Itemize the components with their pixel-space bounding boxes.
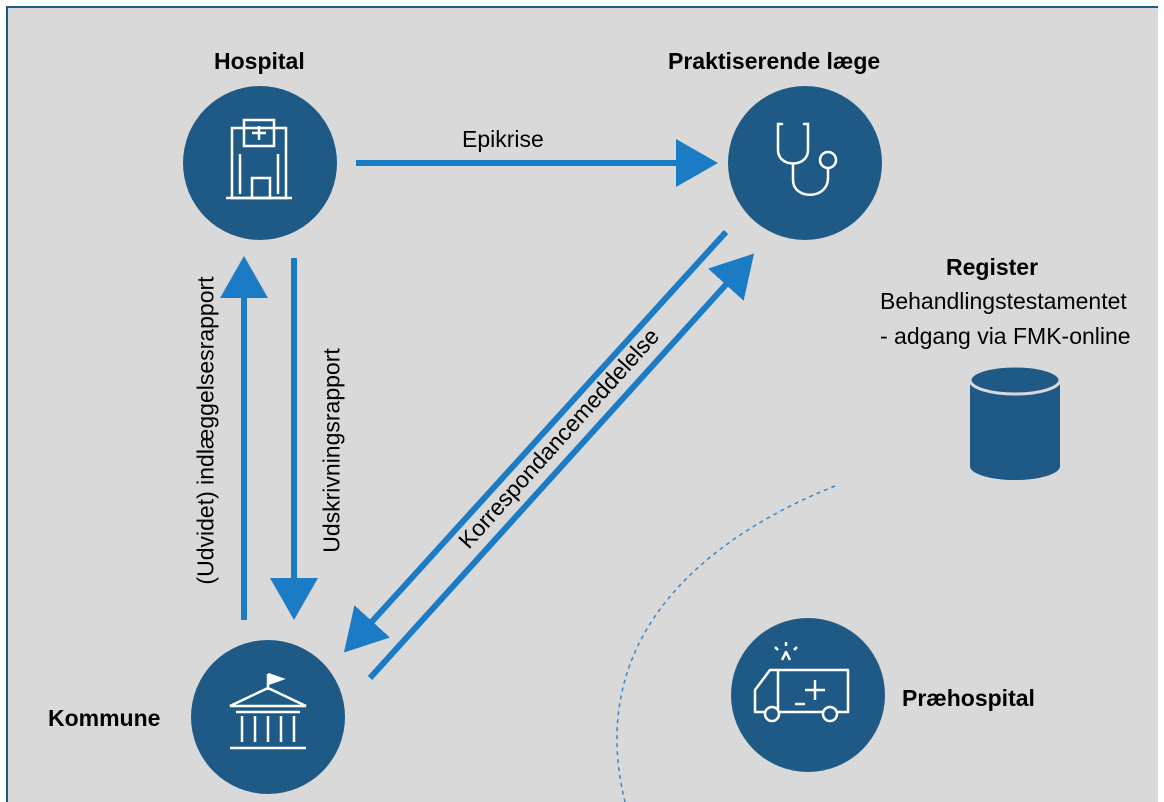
laege-node — [728, 86, 882, 240]
register-line2: - adgang via FMK-online — [880, 323, 1131, 349]
praehospital-node — [731, 618, 885, 772]
flow-label-epikrise: Epikrise — [462, 126, 544, 152]
label-kommune: Kommune — [48, 705, 161, 731]
register-title: Register — [946, 254, 1039, 280]
label-praktiserende-laege: Praktiserende læge — [668, 48, 881, 74]
hospital-node — [183, 86, 337, 240]
arrow-korrespondance-to-kommune — [343, 229, 729, 653]
town-hall-icon — [229, 672, 307, 750]
arrow-korrespondance-to-laege — [367, 253, 755, 681]
register-line1: Behandlingstestamentet — [880, 288, 1127, 314]
prehospital-boundary-curve — [616, 485, 836, 802]
kommune-node — [191, 640, 345, 794]
ambulance-icon — [753, 642, 850, 723]
hospital-icon — [226, 118, 292, 200]
label-praehospital: Præhospital — [902, 685, 1035, 711]
flow-label-indlaeggelse: (Udvidet) indlæggelsesrapport — [192, 276, 219, 585]
stethoscope-icon — [776, 122, 838, 196]
database-icon — [968, 364, 1062, 480]
label-hospital: Hospital — [214, 48, 305, 74]
flow-label-udskrivning: Udskrivningsrapport — [318, 348, 345, 553]
